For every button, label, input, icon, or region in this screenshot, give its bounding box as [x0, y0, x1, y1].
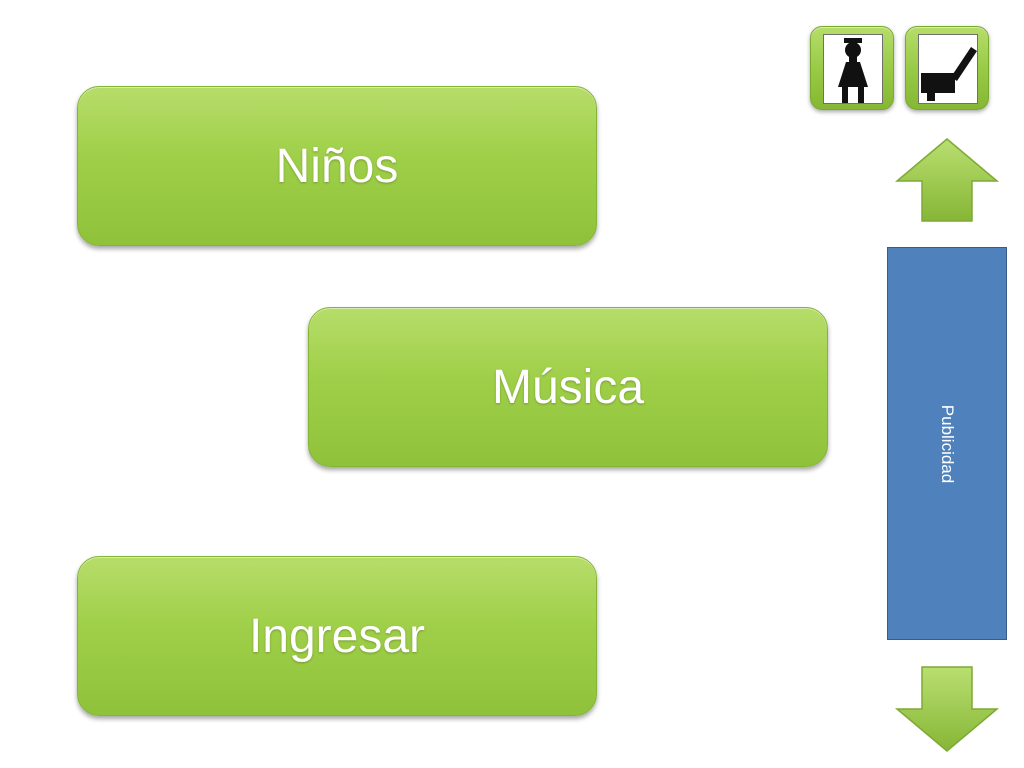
advertisement-label: Publicidad [938, 404, 957, 483]
recline-seat-icon [921, 47, 977, 101]
ninos-button-label: Niños [275, 139, 399, 193]
kids-mode-icon-frame [823, 34, 883, 104]
kids-mode-button[interactable] [810, 26, 894, 110]
musica-button-label: Música [491, 360, 645, 414]
seat-icon-frame [918, 34, 978, 104]
child-figure-icon [838, 38, 868, 103]
ninos-button[interactable]: Niños [77, 86, 597, 246]
arrow-up-icon [894, 138, 1000, 222]
scroll-up-button[interactable] [894, 137, 1000, 228]
advertisement-panel[interactable]: Publicidad [887, 247, 1007, 640]
arrow-down-icon [894, 666, 1000, 752]
ingresar-button[interactable]: Ingresar [77, 556, 597, 716]
seat-button[interactable] [905, 26, 989, 110]
ingresar-button-label: Ingresar [248, 609, 426, 663]
scroll-down-button[interactable] [894, 665, 1000, 758]
musica-button[interactable]: Música [308, 307, 828, 467]
